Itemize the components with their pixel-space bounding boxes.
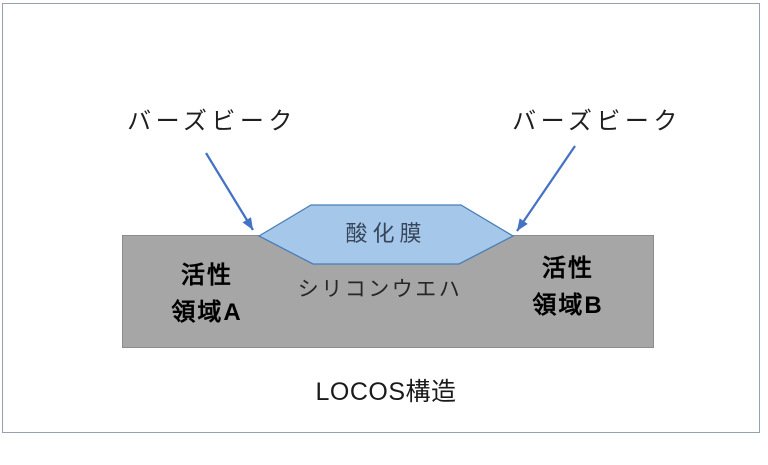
active-region-b-line1: 活性 xyxy=(542,255,594,282)
active-region-b-line2: 領域B xyxy=(532,292,604,319)
active-region-a-label: 活性 領域A xyxy=(127,257,287,331)
birds-beak-arrow-right xyxy=(516,145,576,232)
oxide-film-shape xyxy=(257,204,515,265)
silicon-wafer-label: シリコンウエハ xyxy=(297,278,463,301)
active-region-b-label: 活性 領域B xyxy=(488,250,648,324)
slide-frame-border xyxy=(2,3,760,433)
oxide-film-label: 酸化膜 xyxy=(345,221,427,246)
birds-beak-label-right: バーズビーク xyxy=(512,108,682,135)
active-region-a-line2: 領域A xyxy=(171,299,243,326)
active-region-a-line1: 活性 xyxy=(181,262,233,289)
birds-beak-arrow-left xyxy=(205,152,254,231)
birds-beak-label-left: バーズビーク xyxy=(127,108,297,135)
diagram-caption: LOCOS構造 xyxy=(315,378,457,406)
